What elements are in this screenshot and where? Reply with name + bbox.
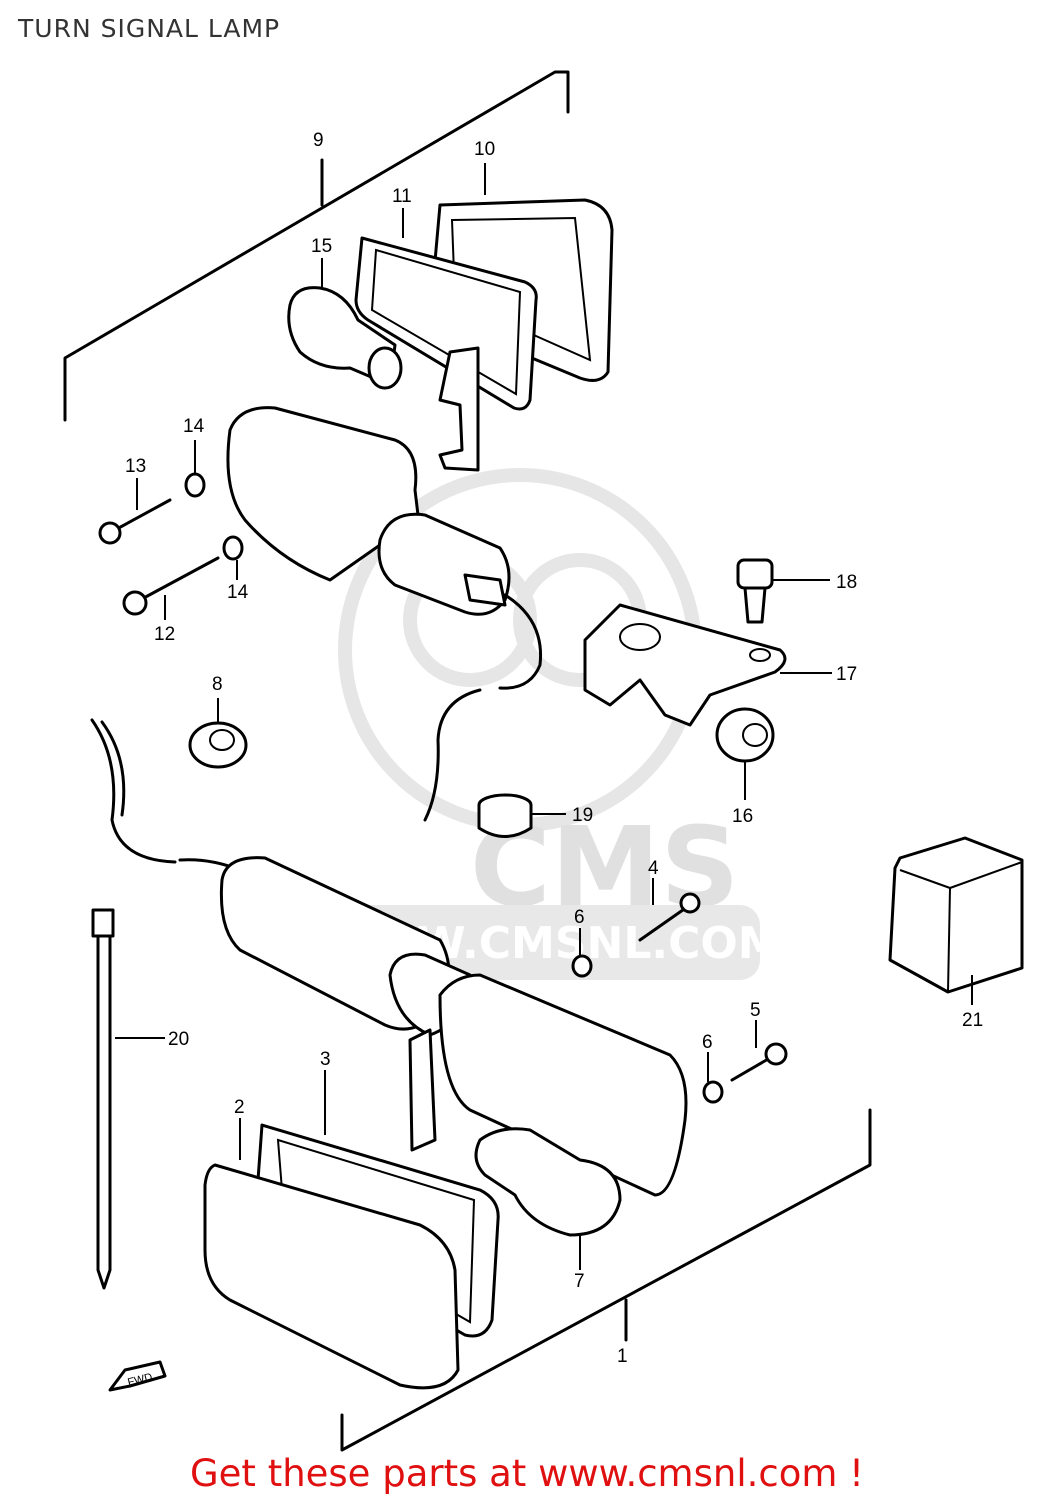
nut-16 [715, 707, 775, 763]
relay-21 [888, 836, 1024, 994]
part-number-9: 9 [313, 130, 324, 151]
part-number-5: 5 [750, 1000, 761, 1021]
diagram-title: TURN SIGNAL LAMP [18, 14, 281, 43]
bracket-group-9 [63, 70, 570, 422]
screw-5 [730, 1042, 788, 1082]
part-number-3: 3 [320, 1049, 331, 1070]
grommet-19 [477, 793, 533, 838]
part-number-11: 11 [392, 186, 412, 207]
part-number-18: 18 [836, 572, 857, 593]
leader-lines [115, 163, 973, 1270]
bulb-15 [287, 286, 403, 390]
part-number-7: 7 [574, 1271, 585, 1292]
lens-2 [203, 1163, 460, 1390]
part-number-6-upper: 6 [574, 907, 585, 928]
part-number-1: 1 [617, 1346, 628, 1367]
cable-tie-20 [91, 908, 115, 1290]
part-number-14-lower: 14 [227, 582, 249, 603]
part-number-19: 19 [572, 805, 593, 826]
bolt-18 [736, 558, 774, 624]
screw-12 [122, 556, 220, 616]
part-number-4: 4 [648, 858, 659, 879]
bracket-17 [583, 603, 787, 727]
bulb-7 [474, 1127, 622, 1237]
screw-13 [98, 498, 172, 545]
washer-6-lower [702, 1080, 724, 1104]
part-number-6-lower: 6 [702, 1032, 713, 1053]
fwd-arrow: FWD [108, 1360, 167, 1392]
part-number-10: 10 [474, 139, 495, 160]
part-number-2: 2 [234, 1097, 245, 1118]
part-number-14-upper: 14 [183, 416, 205, 437]
part-number-12: 12 [154, 624, 175, 645]
part-number-8: 8 [212, 674, 223, 695]
part-number-15: 15 [311, 236, 332, 257]
wire-harness [90, 688, 482, 872]
washer-6-upper [571, 954, 593, 978]
part-number-20: 20 [168, 1029, 189, 1050]
part-number-16: 16 [732, 806, 753, 827]
bracket-group-1 [340, 1108, 872, 1452]
nut-8 [188, 721, 248, 769]
upper-housing [226, 346, 543, 690]
part-numbers: 9 10 11 15 14 13 14 12 8 18 17 16 19 4 6… [125, 130, 983, 1367]
screw-4 [638, 892, 701, 942]
part-number-17: 17 [836, 664, 857, 685]
part-number-21: 21 [962, 1010, 983, 1031]
fwd-label: FWD [126, 1371, 153, 1389]
gasket-11 [354, 236, 538, 411]
washer-14-upper [184, 472, 206, 498]
lower-housing [219, 856, 688, 1197]
washer-14-lower [222, 535, 244, 561]
part-number-13: 13 [125, 456, 146, 477]
footer-link-text[interactable]: Get these parts at www.cmsnl.com ! [189, 1452, 864, 1495]
